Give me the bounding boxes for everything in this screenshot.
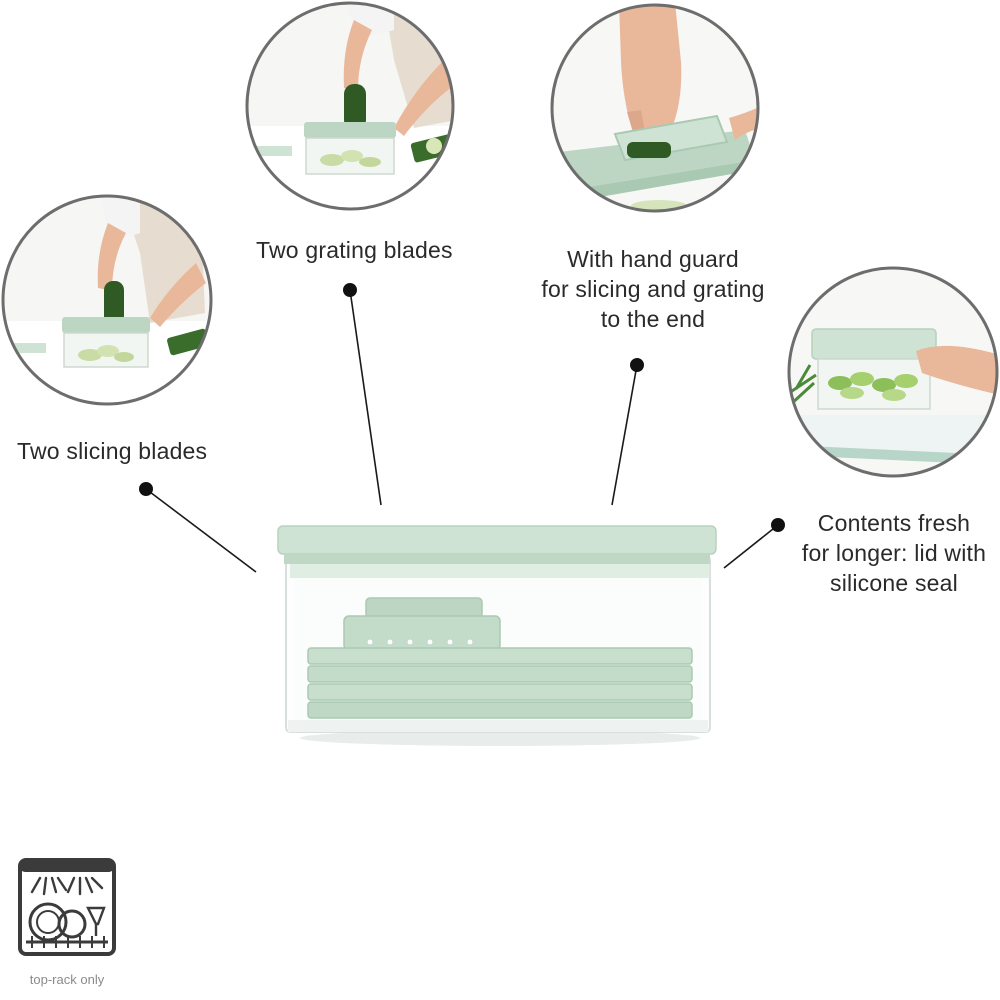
slicing-dot [139, 482, 153, 496]
grating-blade-piece [343, 615, 501, 651]
dishwasher-caption: top-rack only [29, 972, 105, 987]
hand-guard-label-line-3: to the end [600, 306, 706, 332]
fresh-pointer-line [723, 524, 779, 569]
slicing-blades-label: Two slicing blades [17, 436, 207, 466]
hand-guard-photo-bubble [550, 3, 760, 213]
fresh-label-line-3: silicone seal [830, 570, 958, 596]
hand-guard-label-line-2: for slicing and grating [541, 276, 765, 302]
fresh-label-line-2: for longer: lid with [801, 540, 987, 566]
slicing-label-line-1: Two slicing blades [17, 438, 208, 464]
dishwasher-icon [18, 858, 116, 956]
hand-guard-dot [630, 358, 644, 372]
grating-pointer-line [349, 289, 382, 506]
slicing-photo-bubble [1, 194, 213, 406]
hand-guard-label-line-1: With hand guard [567, 246, 739, 272]
stacked-blades [307, 647, 693, 719]
grating-photo-bubble [245, 1, 455, 211]
grating-dot [343, 283, 357, 297]
fresh-contents-label: Contents fresh for longer: lid with sili… [796, 508, 992, 598]
grating-label-line-1: Two grating blades [256, 237, 453, 263]
fresh-dot [771, 518, 785, 532]
hand-guard-piece [365, 597, 483, 619]
hand-guard-label: With hand guard for slicing and grating … [540, 244, 766, 334]
grating-blades-label: Two grating blades [256, 235, 453, 265]
fresh-label-line-1: Contents fresh [817, 510, 971, 536]
hand-guard-pointer-line [611, 364, 638, 506]
container-lid [277, 525, 717, 555]
slicing-pointer-line [145, 488, 257, 573]
slicer-storage-container [277, 525, 717, 746]
lid-photo-bubble [787, 266, 999, 478]
